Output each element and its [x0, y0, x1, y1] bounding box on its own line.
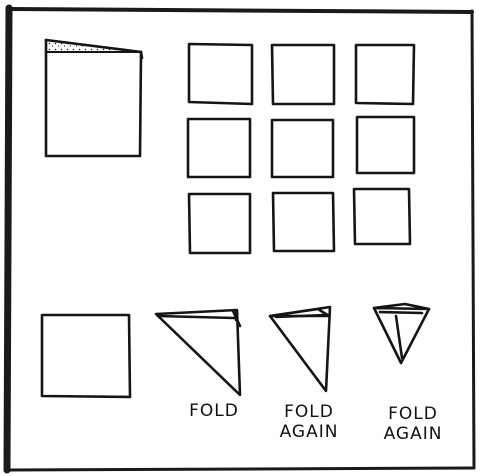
triangle-fold-again-small-step — [374, 304, 429, 363]
step-label-fold-again-2: FOLD AGAIN — [377, 404, 449, 444]
label-line: FOLD — [377, 404, 449, 424]
triangle-fold-again-step — [270, 307, 330, 391]
grid-square — [354, 189, 410, 244]
step-label-fold: FOLD — [184, 401, 244, 421]
paper-folded-edge — [46, 40, 142, 156]
triangle-fold-step — [156, 310, 240, 395]
grid-square — [189, 194, 250, 253]
label-line: AGAIN — [377, 424, 449, 444]
label-line: AGAIN — [274, 422, 344, 442]
grid-square — [356, 45, 414, 104]
step-label-fold-again: FOLD AGAIN — [274, 402, 344, 442]
square-step — [42, 315, 130, 397]
grid-square — [272, 120, 333, 177]
grid-of-squares — [188, 44, 414, 253]
label-line: FOLD — [184, 401, 244, 421]
grid-square — [188, 119, 250, 177]
label-line: FOLD — [274, 402, 344, 422]
grid-square — [272, 45, 334, 104]
grid-square — [273, 193, 334, 251]
grid-square — [189, 44, 252, 104]
grid-square — [357, 117, 414, 173]
